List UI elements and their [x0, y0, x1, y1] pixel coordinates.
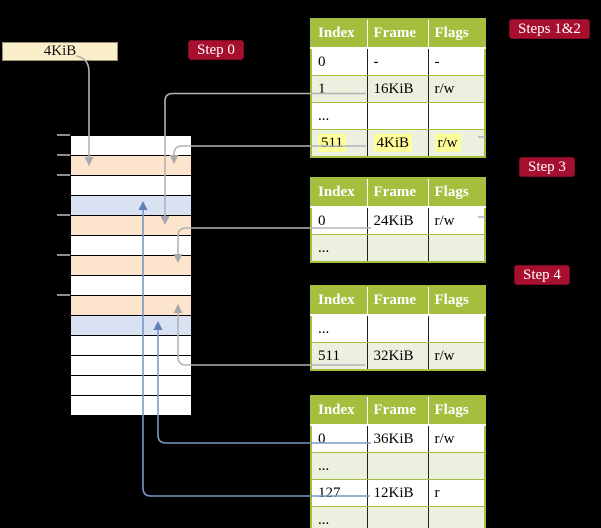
table-cell: [427, 452, 485, 480]
table-cell: 4KiB: [366, 129, 428, 158]
memory-tick: [57, 294, 70, 296]
memory-row: [71, 256, 191, 276]
physical-memory-column: [70, 135, 192, 416]
memory-row: [71, 356, 191, 376]
table-cell: 1: [311, 75, 367, 103]
table-cell: [427, 506, 485, 528]
table-cell: 16KiB: [366, 75, 428, 103]
table-cell: ...: [311, 234, 367, 263]
memory-tick: [57, 214, 70, 216]
memory-row: [71, 236, 191, 256]
column-header: Flags: [427, 178, 485, 208]
table-cell: [366, 102, 428, 130]
memory-row: [71, 336, 191, 356]
table-cell: 12KiB: [366, 479, 428, 507]
table-cell: -: [366, 47, 428, 76]
table-cell: [427, 102, 485, 130]
column-header: Index: [311, 286, 367, 316]
memory-tick: [57, 154, 70, 156]
table-row: ...: [311, 314, 485, 343]
column-header: Flags: [427, 286, 485, 316]
memory-row: [71, 296, 191, 316]
step-3-label: Step 3: [519, 157, 575, 177]
page-size-label: 4KiB: [43, 43, 77, 59]
memory-row: [71, 376, 191, 396]
table-cell: ...: [311, 102, 367, 130]
column-header: Flags: [427, 396, 485, 426]
column-header: Flags: [427, 19, 485, 49]
table-row: 0--: [311, 47, 485, 76]
table-cell: ...: [311, 506, 367, 528]
column-header: Frame: [366, 178, 428, 208]
column-header: Index: [311, 178, 367, 208]
table-cell: [366, 314, 428, 343]
table-cell: ...: [311, 314, 367, 343]
memory-row: [71, 276, 191, 296]
table-cell: 511: [311, 129, 367, 158]
table-cell: [366, 506, 428, 528]
column-header: Frame: [366, 286, 428, 316]
memory-row: [71, 396, 191, 415]
column-header: Frame: [366, 19, 428, 49]
table-cell: -: [427, 47, 485, 76]
table-cell: 0: [311, 47, 367, 76]
table-cell: [427, 234, 485, 263]
table-row: ...: [311, 234, 485, 263]
memory-row: [71, 176, 191, 196]
table-cell: 0: [311, 424, 367, 453]
table-cell: 511: [311, 342, 367, 371]
memory-row: [71, 136, 191, 156]
table-cell: 36KiB: [366, 424, 428, 453]
memory-tick: [57, 254, 70, 256]
memory-row: [71, 196, 191, 216]
memory-tick: [57, 174, 70, 176]
memory-row: [71, 216, 191, 236]
table-cell: [366, 452, 428, 480]
table-cell: 127: [311, 479, 367, 507]
table-row: ...: [311, 102, 485, 130]
column-header: Index: [311, 396, 367, 426]
table-cell: 24KiB: [366, 206, 428, 235]
table-cell: 0: [311, 206, 367, 235]
table-cell: r/w: [427, 424, 485, 453]
table-row: ...: [311, 506, 485, 528]
table-cell: 32KiB: [366, 342, 428, 371]
table-cell: r/w: [427, 129, 485, 158]
table-row: ...: [311, 452, 485, 480]
column-header: Index: [311, 19, 367, 49]
table-cell: ...: [311, 452, 367, 480]
table-cell: [366, 234, 428, 263]
table-cell: r/w: [427, 206, 485, 235]
table-cell: [427, 314, 485, 343]
step-0-label: Step 0: [188, 40, 244, 60]
memory-tick: [57, 134, 70, 136]
column-header: Frame: [366, 396, 428, 426]
memory-row: [71, 156, 191, 176]
table-cell: r: [427, 479, 485, 507]
step-4-label: Step 4: [514, 265, 570, 285]
page-size-box: 4KiB: [2, 42, 118, 61]
steps-1-2-label: Steps 1&2: [509, 19, 590, 39]
table-cell: r/w: [427, 75, 485, 103]
table-cell: r/w: [427, 342, 485, 371]
memory-row: [71, 316, 191, 336]
